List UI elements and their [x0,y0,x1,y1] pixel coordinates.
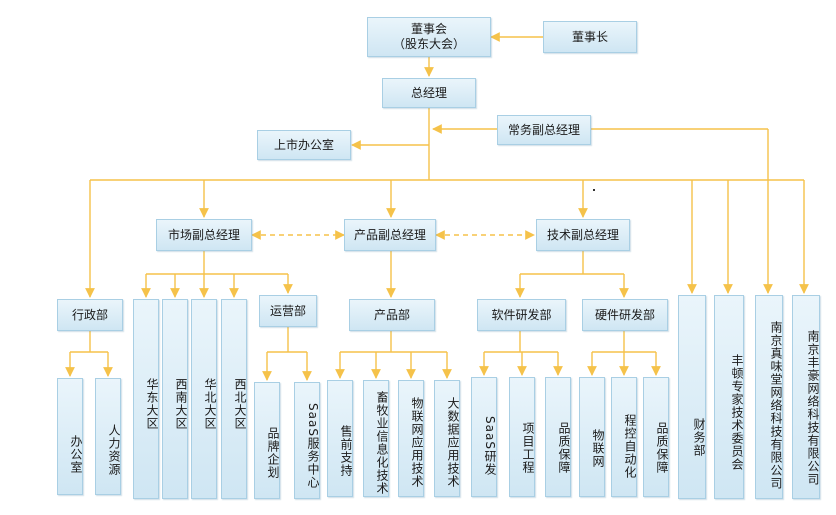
east-china-node[interactable]: 华东大区 [133,299,159,499]
bigdata-tech-node[interactable]: 大数据应用技术 [434,380,460,497]
exec-vp-node[interactable]: 常务副总经理 [497,115,591,145]
product-dept-node[interactable]: 产品部 [349,299,435,331]
marketing-vp-node[interactable]: 市场副总经理 [156,219,252,251]
saas-rd-node[interactable]: SaaS研发 [471,377,497,497]
ipo-office-node[interactable]: 上市办公室 [257,130,351,160]
northwest-node[interactable]: 西北大区 [221,299,247,499]
product-vp-node[interactable]: 产品副总经理 [344,219,436,251]
hardware-rd-node[interactable]: 硬件研发部 [582,299,668,331]
presales-node[interactable]: 售前支持 [327,380,353,497]
iot-tech-node[interactable]: 物联网应用技术 [398,380,424,497]
quality-hw-node[interactable]: 品质保障 [643,377,669,497]
software-rd-node[interactable]: 软件研发部 [477,299,566,331]
office-node[interactable]: 办公室 [57,378,83,495]
operations-node[interactable]: 运营部 [259,295,317,327]
livestock-it-node[interactable]: 畜牧业信息化技术 [363,380,389,497]
tech-vp-node[interactable]: 技术副总经理 [536,219,630,251]
quality-sw-node[interactable]: 品质保障 [545,377,571,497]
saas-service-node[interactable]: SaaS服务中心 [294,382,320,499]
iot-node[interactable]: 物联网 [579,377,605,497]
zhenweitang-node[interactable]: 南京真味堂网络科技有限公司 [755,295,783,499]
southwest-node[interactable]: 西南大区 [162,299,188,499]
project-eng-node[interactable]: 项目工程 [509,377,535,497]
finance-node[interactable]: 财务部 [678,295,706,499]
board-label: 董事会 [410,22,447,36]
chairman-node[interactable]: 董事长 [543,21,637,53]
hr-node[interactable]: 人力资源 [95,378,121,495]
expert-committee-node[interactable]: 丰顿专家技术委员会 [714,295,744,499]
admin-dept-node[interactable]: 行政部 [57,299,123,331]
stray-dot [593,189,595,191]
brand-planning-node[interactable]: 品牌企划 [254,382,280,499]
board-sublabel: （股东大会） [392,37,465,51]
automation-node[interactable]: 程控自动化 [611,377,637,497]
board-node[interactable]: 董事会 （股东大会） [367,17,491,57]
fenghao-node[interactable]: 南京丰豪网络科技有限公司 [792,295,820,499]
gm-node[interactable]: 总经理 [382,78,476,108]
north-china-node[interactable]: 华北大区 [191,299,217,499]
